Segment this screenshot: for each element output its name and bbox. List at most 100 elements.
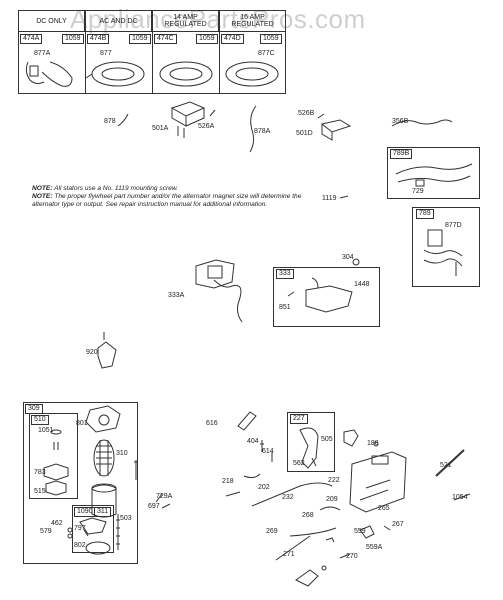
stator-header-ac-dc: AC AND DC: [85, 10, 152, 32]
stator-877A: [25, 61, 73, 87]
callout-802: 802: [74, 542, 86, 549]
callout-270: 270: [346, 553, 358, 560]
callout-505: 505: [321, 436, 333, 443]
callout-218: 218: [222, 478, 234, 485]
callout-579: 579: [40, 528, 52, 535]
notes-block: NOTE: All stators use a No. 1119 mountin…: [32, 185, 302, 209]
stator-part-tag: 474D: [221, 34, 244, 44]
spring-268: [289, 527, 337, 537]
stator-screw-tag: 1059: [260, 34, 282, 44]
callout-188: 188: [367, 440, 379, 447]
cable-269: [275, 535, 311, 561]
callout-783: 783: [34, 469, 46, 476]
callout-878A: 878A: [254, 128, 271, 135]
group-333-box: [273, 267, 380, 327]
part-271: [295, 569, 319, 587]
callout-269: 269: [266, 528, 278, 535]
part-265: [359, 525, 375, 539]
group-309-box: [23, 402, 138, 564]
stator-label: 877: [100, 50, 112, 57]
group-510-tag: 510: [31, 415, 49, 425]
callout-877D: 877D: [445, 222, 462, 229]
callout-559: 559: [354, 528, 366, 535]
callout-268: 268: [302, 512, 314, 519]
callout-503: 503: [120, 515, 132, 522]
stator-divider: [152, 32, 153, 94]
part-878: [117, 113, 129, 127]
link-218: [243, 473, 261, 479]
callout-697: 697: [148, 503, 160, 510]
part-404: [260, 440, 264, 452]
stud-310: [134, 460, 138, 480]
callout-526A: 526A: [198, 123, 215, 130]
callout-562: 562: [293, 460, 305, 467]
callout-501A: 501A: [152, 125, 169, 132]
part-188: [373, 441, 379, 447]
harness-356B: [391, 119, 453, 127]
stator-part-tag: 474A: [20, 34, 43, 44]
part-559: [325, 537, 335, 543]
stator-877C: [225, 61, 279, 87]
stator-screw-tag: 1059: [196, 34, 218, 44]
callout-310: 310: [116, 450, 128, 457]
part-462: [67, 527, 73, 533]
callout-222: 222: [328, 477, 340, 484]
rod-521: [435, 449, 465, 477]
callout-559A: 559A: [366, 544, 383, 551]
group-227-tag: 227: [290, 414, 308, 424]
stator-label: 877C: [258, 50, 275, 57]
starter-309: [85, 405, 121, 518]
link-232: [251, 482, 333, 507]
callout-614: 614: [262, 448, 274, 455]
callout-333A: 333A: [168, 292, 185, 299]
group-789B-tag: 789B: [390, 149, 413, 159]
callout-356B: 356B: [392, 118, 409, 125]
harness-789: [423, 229, 463, 276]
part-729: [415, 179, 425, 187]
group-789-tag: 789: [416, 209, 434, 219]
callout-521: 521: [440, 462, 452, 469]
part-304: [352, 258, 360, 266]
callout-1051: 1051: [38, 427, 54, 434]
callout-202: 202: [258, 484, 270, 491]
end-cap-1090: [79, 517, 111, 555]
callout-501D: 501D: [296, 130, 313, 137]
part-270: [321, 565, 327, 571]
harness-878A: [249, 105, 257, 153]
part-697: [161, 503, 171, 509]
watermark: AppliancePartsPros.com: [70, 4, 366, 34]
part-209: [319, 506, 341, 511]
stator-divider: [85, 32, 86, 94]
lever-616: [237, 411, 257, 431]
group-1090-box: [72, 505, 114, 553]
stator-screw-tag: 1059: [62, 34, 84, 44]
stator-part-tag: 474B: [87, 34, 110, 44]
callout-1119: 1119: [322, 195, 337, 202]
group-789-box: [412, 207, 480, 287]
stator-screw-tag: 1059: [129, 34, 151, 44]
bracket-222: [349, 451, 407, 513]
callout-271: 271: [283, 551, 295, 558]
callout-616: 616: [206, 420, 218, 427]
drive-510: [43, 429, 69, 496]
callout-515: 515: [34, 488, 46, 495]
group-510-box: [29, 413, 78, 499]
callout-851: 851: [279, 304, 291, 311]
callout-209: 209: [326, 496, 338, 503]
screw-1119: [339, 195, 349, 199]
callout-729A: 729A: [156, 493, 173, 500]
stator-divider: [219, 32, 220, 94]
group-333-tag: 333: [276, 269, 294, 279]
callout-265: 265: [378, 505, 390, 512]
callout-232: 232: [282, 494, 294, 501]
part-1054: [453, 493, 471, 501]
stator-header-14-amp: 14 AMP REGULATED: [152, 10, 219, 32]
callout-797: 797: [74, 525, 86, 532]
callout-404: 404: [247, 438, 259, 445]
callout-304: 304: [342, 254, 354, 261]
part-202: [225, 491, 241, 497]
stator-header-dc-only: DC ONLY: [18, 10, 85, 32]
callout-920: 920: [86, 349, 98, 356]
callout-878: 878: [104, 118, 116, 125]
